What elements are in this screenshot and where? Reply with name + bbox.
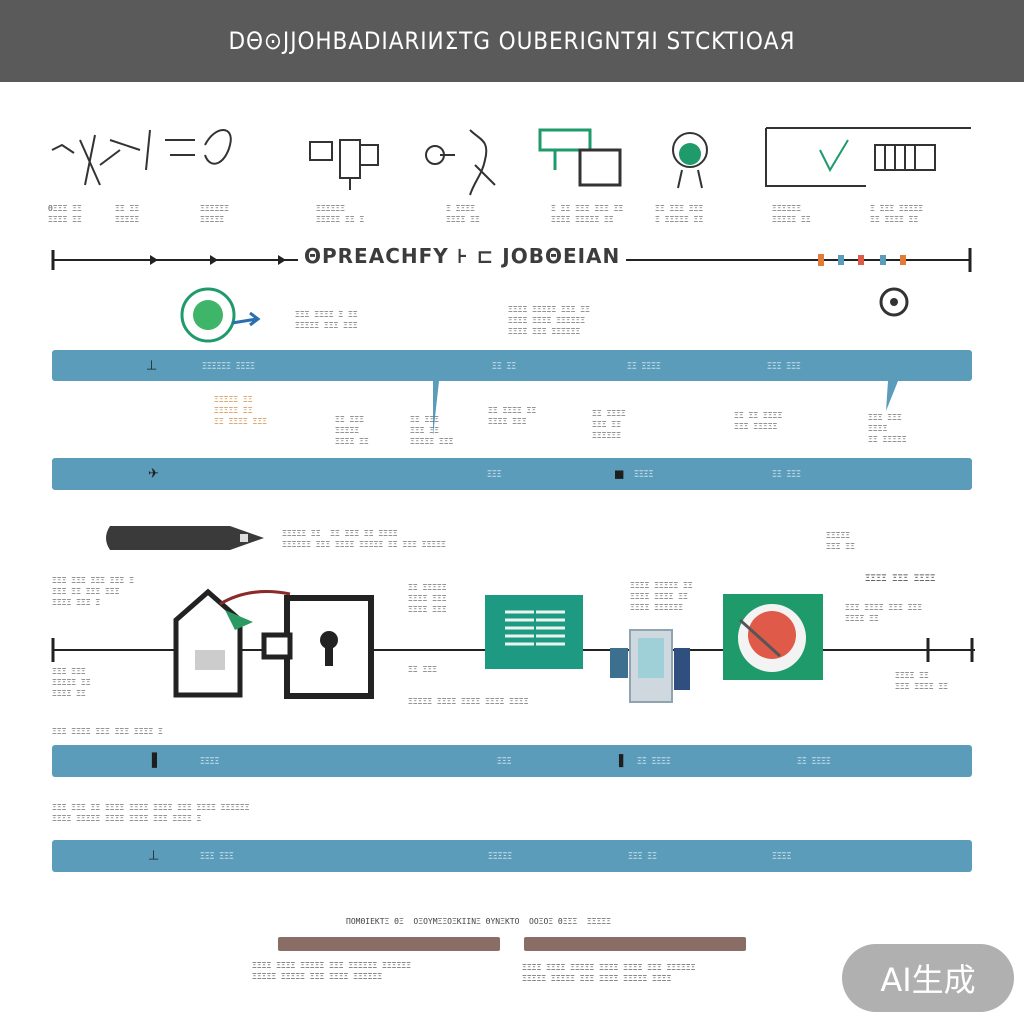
header-bar: DΘ⊙JJOHBADIARIИΣTG ΟUBERIGNTЯI SΤCKTIΟAЯ	[0, 0, 1024, 82]
footer-text: ΞΞΞΞ ΞΞΞΞ ΞΞΞΞΞ ΞΞΞΞ ΞΞΞΞ ΞΞΞ ΞΞΞΞΞΞ ΞΞΞ…	[522, 963, 696, 983]
house-icon	[173, 588, 291, 698]
band-label: ΞΞΞΞΞΞ ΞΞΞΞ	[202, 361, 255, 370]
phase-band: ⊥ ΞΞΞ ΞΞΞ ΞΞΞΞΞ ΞΞΞ ΞΞ ΞΞΞΞ	[52, 840, 972, 872]
dashboard-icon	[765, 127, 971, 187]
horse-icon	[425, 129, 496, 196]
icon-caption: ΞΞΞΞΞΞ ΞΞΞΞΞ	[200, 204, 229, 224]
lock-icon	[261, 595, 374, 699]
footer-bar	[278, 937, 500, 951]
phase-note: ΞΞΞ ΞΞΞΞ Ξ ΞΞ ΞΞΞΞΞ ΞΞΞ ΞΞΞ	[295, 310, 358, 330]
pin-icon: ⊥	[148, 848, 160, 864]
phase-note: ΞΞ ΞΞΞ	[408, 665, 437, 674]
phase-note: ΞΞΞ ΞΞΞΞ ΞΞΞ ΞΞΞ ΞΞΞΞ Ξ	[52, 727, 163, 736]
pin-icon: ⊥	[146, 358, 158, 373]
machine-icon	[538, 128, 622, 187]
process-row	[51, 588, 975, 703]
band-label: ΞΞ ΞΞΞΞ	[797, 756, 831, 766]
band-label: ΞΞΞ	[497, 756, 512, 766]
band-label: ΞΞ ΞΞΞΞ	[627, 361, 661, 370]
phase-note: ΞΞΞΞΞ ΞΞ ΞΞ ΞΞΞ ΞΞ ΞΞΞΞ ΞΞΞΞΞΞ ΞΞΞ ΞΞΞΞ …	[282, 529, 446, 549]
toolbox-icon	[309, 139, 379, 190]
band-label: ΞΞΞ ΞΞΞ	[767, 361, 801, 370]
band-label: ΞΞΞΞΞ	[488, 851, 513, 861]
marker-icon: ▌	[619, 754, 628, 768]
phase-band: ⊥ ΞΞΞΞΞΞ ΞΞΞΞ ΞΞ ΞΞ ΞΞ ΞΞΞΞ ΞΞΞ ΞΞΞ	[52, 350, 972, 381]
phase-note: ΞΞΞΞ ΞΞΞΞΞ ΞΞΞ ΞΞ ΞΞΞΞ ΞΞΞΞ ΞΞΞΞΞΞ ΞΞΞΞ …	[508, 305, 590, 336]
phase-note: ΞΞΞ ΞΞΞ ΞΞΞ ΞΞΞ Ξ ΞΞΞ ΞΞ ΞΞΞ ΞΞΞ ΞΞΞΞ ΞΞ…	[52, 576, 134, 607]
icon-caption: ΘΞΞΞ ΞΞ ΞΞΞΞ ΞΞ	[48, 204, 82, 224]
plane-icon: ✈	[148, 466, 159, 482]
callout-pointers	[433, 381, 898, 436]
band-label: ΞΞ ΞΞΞ	[772, 469, 801, 479]
globe-icon	[672, 132, 708, 189]
icon-caption: ΞΞ ΞΞΞ ΞΞΞ Ξ ΞΞΞΞΞ ΞΞ	[655, 204, 704, 224]
sketch-icon	[51, 129, 232, 186]
cycle-icon	[180, 287, 261, 343]
document-icon	[485, 595, 583, 669]
footer-text: ΞΞΞΞ ΞΞΞΞ ΞΞΞΞΞ ΞΞΞ ΞΞΞΞΞΞ ΞΞΞΞΞΞ ΞΞΞΞΞ …	[252, 961, 411, 981]
phase-note: ΞΞΞΞ ΞΞ ΞΞΞ ΞΞΞΞ ΞΞ	[895, 671, 948, 691]
server-icon	[610, 629, 690, 703]
phase-note: ΞΞ ΞΞΞΞ ΞΞΞ ΞΞ ΞΞΞΞΞΞ	[592, 409, 626, 440]
gear-icon	[879, 287, 909, 317]
phase-note: ΞΞ ΞΞΞΞ ΞΞ ΞΞΞΞ ΞΞΞ	[488, 406, 537, 426]
band-label: ΞΞΞ	[487, 469, 502, 479]
phase-note: ΞΞΞΞ ΞΞΞΞΞ ΞΞ ΞΞΞΞ ΞΞΞΞ ΞΞ ΞΞΞΞ ΞΞΞΞΞΞ	[630, 581, 693, 612]
phase-note: ΞΞΞΞΞ ΞΞΞΞ ΞΞΞΞ ΞΞΞΞ ΞΞΞΞ	[408, 697, 529, 706]
pen-icon	[106, 526, 264, 550]
phase-note: ΞΞ ΞΞ ΞΞΞΞ ΞΞΞ ΞΞΞΞΞ	[734, 411, 783, 431]
phase-band: ✈ ΞΞΞ ■ ΞΞΞΞ ΞΞ ΞΞΞ	[52, 458, 972, 490]
icon-caption: Ξ ΞΞ ΞΞΞ ΞΞΞ ΞΞ ΞΞΞΞ ΞΞΞΞΞ ΞΞ	[551, 204, 624, 224]
phase-note: ΞΞΞ ΞΞΞ ΞΞΞΞΞ ΞΞ ΞΞΞΞ ΞΞ	[52, 667, 91, 698]
phase-note: ΞΞΞΞΞ ΞΞ ΞΞΞΞΞ ΞΞ ΞΞ ΞΞΞΞ ΞΞΞ	[214, 395, 267, 426]
band-label: ΞΞΞΞ	[772, 851, 792, 861]
icon-caption: ΞΞΞΞΞΞ ΞΞΞΞΞ ΞΞ Ξ	[316, 204, 365, 224]
band-label: ΞΞΞΞ	[634, 469, 654, 479]
icon-caption: Ξ ΞΞΞΞ ΞΞΞΞ ΞΞ	[446, 204, 480, 224]
icon-caption: ΞΞ ΞΞ ΞΞΞΞΞ	[115, 204, 140, 224]
band-label: ΞΞ ΞΞ	[492, 361, 517, 370]
phase-note: ΞΞ ΞΞΞ ΞΞΞ ΞΞ ΞΞΞΞΞ ΞΞΞ	[410, 415, 454, 446]
phase-note: ΞΞ ΞΞΞΞΞ ΞΞΞΞ ΞΞΞ ΞΞΞΞ ΞΞΞ	[408, 583, 447, 614]
marker-icon: ▌	[152, 753, 162, 769]
icon-row	[51, 127, 971, 196]
phase-note: ΞΞΞΞΞ ΞΞΞ ΞΞ	[826, 531, 855, 551]
phase-note: ΞΞΞ ΞΞΞΞ ΞΞΞ ΞΞΞ ΞΞΞΞ ΞΞ	[845, 603, 923, 623]
ai-generated-badge: AI生成	[842, 944, 1014, 1012]
band-label: ΞΞ ΞΞΞΞ	[637, 756, 671, 766]
timeline-title: ΘPREACHFY ⊦ ⊏ JΟΒΘEIAN	[298, 244, 627, 268]
phase-note: ΞΞΞΞ ΞΞΞ ΞΞΞΞ	[865, 574, 936, 584]
phase-note: ΞΞΞ ΞΞΞ ΞΞ ΞΞΞΞ ΞΞΞΞ ΞΞΞΞ ΞΞΞ ΞΞΞΞ ΞΞΞΞΞ…	[52, 803, 250, 823]
square-icon: ■	[614, 467, 625, 481]
icon-caption: ΞΞΞΞΞΞ ΞΞΞΞΞ ΞΞ	[772, 204, 811, 224]
band-label: ΞΞΞΞ	[200, 756, 220, 766]
phase-note: ΞΞ ΞΞΞ ΞΞΞΞΞ ΞΞΞΞ ΞΞ	[335, 415, 369, 446]
footer-title: ΠΟΜΘΙΕΚΤΞ ΘΞ ΟΞΟΥΜΞΞΟΞΚΙΙΝΞ ΘΥΝΞΚΤΟ ΟΟΞΟ…	[346, 917, 611, 926]
band-label: ΞΞΞ ΞΞΞ	[200, 851, 234, 861]
footer-bar	[524, 937, 746, 951]
icon-caption: Ξ ΞΞΞ ΞΞΞΞΞ ΞΞ ΞΞΞΞ ΞΞ	[870, 204, 923, 224]
phase-band: ▌ ΞΞΞΞ ΞΞΞ ▌ ΞΞ ΞΞΞΞ ΞΞ ΞΞΞΞ	[52, 745, 972, 777]
target-icon	[723, 594, 823, 680]
phase-note: ΞΞΞ ΞΞΞ ΞΞΞΞ ΞΞ ΞΞΞΞΞ	[868, 413, 907, 444]
page-title: DΘ⊙JJOHBADIARIИΣTG ΟUBERIGNTЯI SΤCKTIΟAЯ	[228, 27, 796, 55]
band-label: ΞΞΞ ΞΞ	[628, 851, 657, 861]
